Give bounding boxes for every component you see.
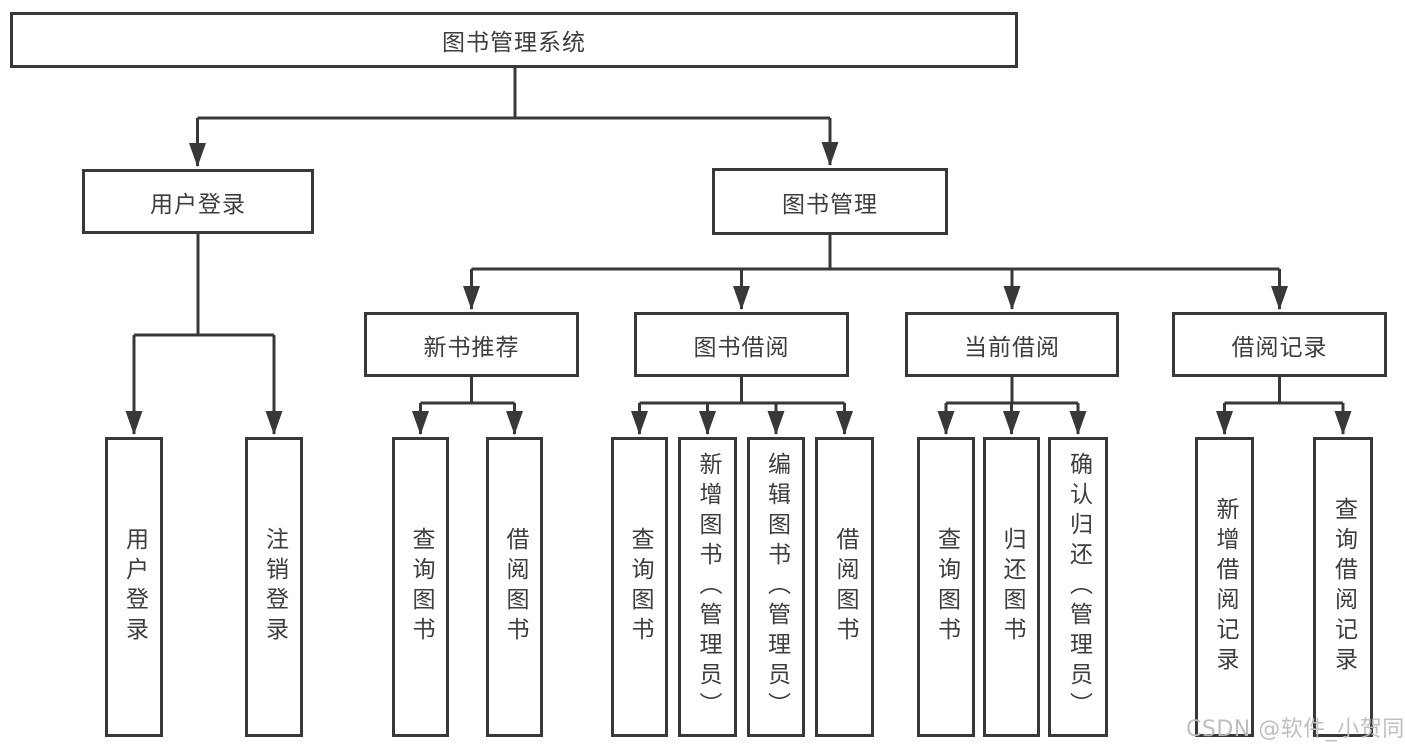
leaf-borrow-query-label: 查询图书 [627,527,653,647]
leaf-current-query-label: 查询图书 [933,527,960,647]
leaf-user-login-label: 用户登录 [121,527,148,647]
node-user-login-label: 用户登录 [150,191,246,218]
node-root: 图书管理系统 [10,12,1018,68]
node-book-borrow-label: 图书借阅 [693,334,790,361]
node-book-borrow: 图书借阅 [634,312,849,377]
node-root-label: 图书管理系统 [442,30,586,56]
leaf-newbook-borrow-label: 借阅图书 [502,527,528,647]
leaf-newbook-query-label: 查询图书 [408,527,434,647]
csdn-watermark: CSDN @软件_小贺同学 [1186,717,1405,742]
leaf-record-query: 查询借阅记录 [1313,437,1373,737]
leaf-borrow-add-admin: 新增图书（管理员） [678,437,737,737]
leaf-user-login: 用户登录 [105,437,163,737]
leaf-borrow-query: 查询图书 [611,437,668,737]
leaf-current-query: 查询图书 [917,437,975,737]
leaf-current-return: 归还图书 [983,437,1040,737]
node-current-borrow-label: 当前借阅 [964,334,1060,361]
leaf-record-add: 新增借阅记录 [1195,437,1254,737]
leaf-current-confirm-admin-label: 确认归还（管理员） [1065,452,1092,722]
leaf-borrow-add-admin-label: 新增图书（管理员） [695,452,721,722]
node-new-book-recommend-label: 新书推荐 [423,334,520,361]
node-book-management: 图书管理 [712,168,948,235]
leaf-record-add-label: 新增借阅记录 [1212,497,1238,677]
leaf-current-confirm-admin: 确认归还（管理员） [1048,437,1108,737]
leaf-logout-label: 注销登录 [261,527,288,647]
leaf-borrow-edit-admin: 编辑图书（管理员） [747,437,805,737]
leaf-record-query-label: 查询借阅记录 [1330,497,1357,677]
leaf-newbook-borrow: 借阅图书 [486,437,543,737]
node-book-management-label: 图书管理 [782,191,878,218]
leaf-logout: 注销登录 [245,437,303,737]
leaf-current-return-label: 归还图书 [999,527,1025,647]
node-borrow-records-label: 借阅记录 [1231,334,1328,361]
leaf-borrow-book-label: 借阅图书 [832,527,858,647]
node-user-login: 用户登录 [82,169,314,234]
node-borrow-records: 借阅记录 [1172,312,1387,377]
node-new-book-recommend: 新书推荐 [364,312,579,377]
leaf-borrow-book: 借阅图书 [815,437,874,737]
node-current-borrow: 当前借阅 [905,312,1119,377]
leaf-borrow-edit-admin-label: 编辑图书（管理员） [763,452,790,722]
leaf-newbook-query: 查询图书 [392,437,449,737]
